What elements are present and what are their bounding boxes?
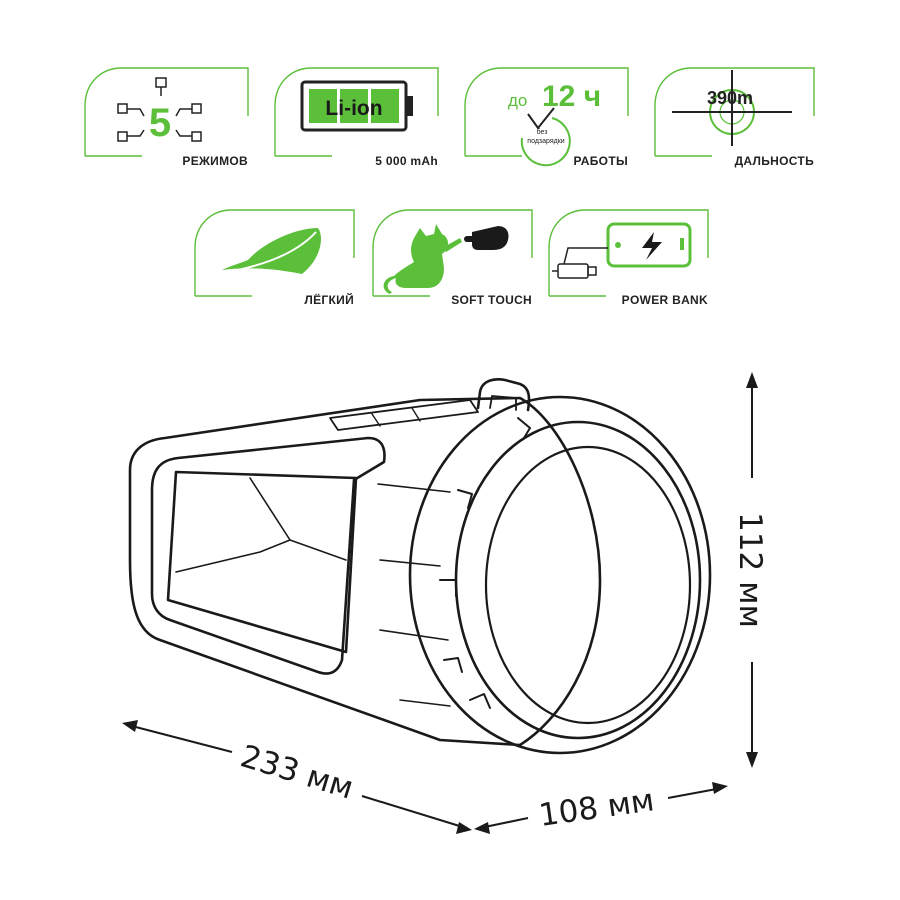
runtime-note-1: без — [537, 128, 548, 136]
length-dimension-arrow — [122, 720, 472, 834]
power-bank-label: POWER BANK — [621, 293, 708, 307]
modes-number: 5 — [149, 101, 171, 145]
top-button-strip — [329, 399, 479, 431]
bezel-outer — [408, 395, 712, 755]
card-frame: 390m — [654, 67, 815, 157]
modes-label: РЕЖИМОВ — [182, 154, 248, 168]
runtime-label: РАБОТЫ — [573, 154, 628, 168]
width-dimension-text: 108 мм — [537, 782, 657, 834]
cat-icon — [383, 224, 462, 294]
lantern-body-outline — [128, 396, 602, 747]
card-frame: Li-ion — [274, 67, 439, 157]
feature-modes-card: 5 РЕЖИМОВ — [82, 66, 252, 176]
lanyard-loop — [476, 378, 531, 412]
battery-chemistry: Li-ion — [325, 97, 382, 120]
battery-icon — [300, 80, 413, 132]
card-frame: до 12 ч без подзарядки — [464, 67, 629, 167]
finger-touch-icon — [464, 226, 509, 250]
feature-light-card: ЛЁГКИЙ — [192, 208, 358, 312]
height-dimension-arrow — [746, 372, 758, 768]
runtime-hours: 12 ч — [542, 80, 601, 113]
feature-battery-card: Li-ion 5 000 mAh — [272, 66, 442, 176]
range-value: 390m — [707, 88, 753, 108]
battery-label: 5 000 mAh — [375, 154, 438, 168]
feature-range-card: 390m ДАЛЬНОСТЬ — [652, 66, 818, 176]
bezel-ring — [454, 420, 702, 740]
runtime-note-2: подзарядки — [527, 138, 564, 145]
feature-runtime-card: до 12 ч без подзарядки РАБОТЫ — [462, 66, 632, 176]
handle-opening — [150, 436, 386, 675]
crosshair-icon — [672, 70, 792, 146]
modes-diagram-icon — [117, 77, 202, 142]
phone-charging-icon — [606, 222, 692, 268]
range-label: ДАЛЬНОСТЬ — [734, 154, 814, 168]
handle-inner-edge — [166, 470, 358, 654]
usb-cable-icon — [552, 247, 608, 279]
width-dimension-arrow — [474, 782, 728, 834]
card-frame: 5 — [84, 67, 249, 157]
card-frame — [372, 209, 533, 297]
card-frame — [548, 209, 709, 297]
lens — [484, 445, 692, 725]
feather-icon — [217, 228, 321, 275]
card-frame — [194, 209, 355, 297]
runtime-prefix: до — [508, 91, 527, 110]
clock-icon — [520, 107, 571, 167]
length-dimension-text: 233 мм — [236, 738, 357, 806]
height-dimension-text: 112 мм — [732, 512, 768, 628]
soft-touch-label: SOFT TOUCH — [451, 293, 532, 307]
feature-soft-touch-card: SOFT TOUCH — [370, 208, 536, 312]
feature-power-bank-card: POWER BANK — [546, 208, 712, 312]
light-label: ЛЁГКИЙ — [304, 293, 354, 307]
